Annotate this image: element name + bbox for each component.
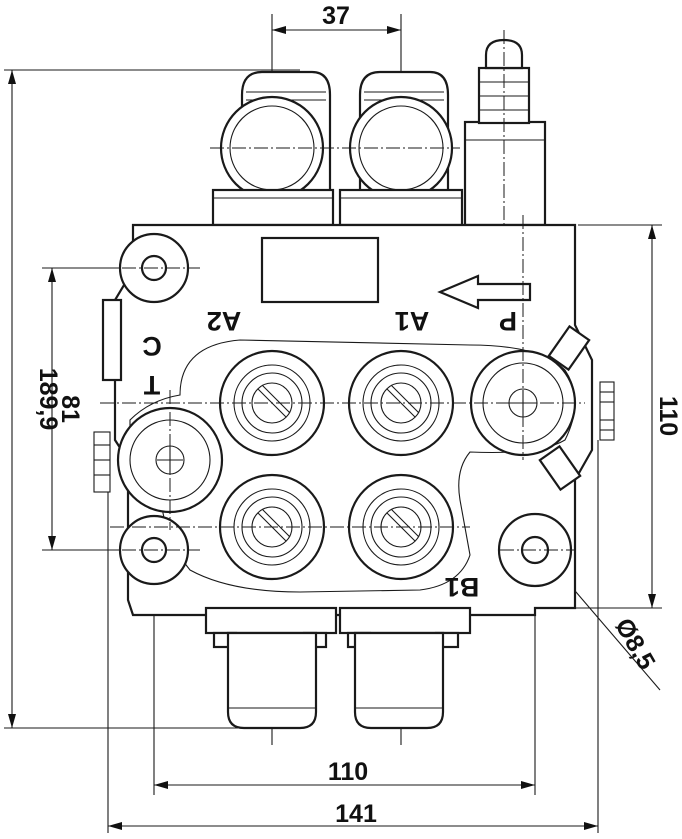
dim-top-spacing: 37 [322,2,350,30]
label-b1: B1 [445,572,480,602]
top-fittings [211,38,547,227]
bottom-spools [204,606,472,730]
dim-body-height: 110 [654,396,682,436]
label-a2: A2 [207,306,242,336]
centerlines [100,30,585,551]
label-t: T [143,370,160,400]
label-a1: A1 [395,306,430,336]
side-fitting-right [538,324,615,492]
dim-hole-diameter: Ø8,5 [609,614,660,675]
dim-mount-spacing-horizontal: 110 [328,758,368,786]
port-labels: A2 A1 P C T B1 [142,306,517,602]
label-p: P [499,306,517,336]
label-c: C [142,331,162,361]
dim-mount-spacing-vertical: 81 [56,395,84,423]
side-fitting-left [93,431,111,493]
dim-overall-height: 189,9 [34,368,62,431]
dim-overall-width: 141 [335,800,377,828]
